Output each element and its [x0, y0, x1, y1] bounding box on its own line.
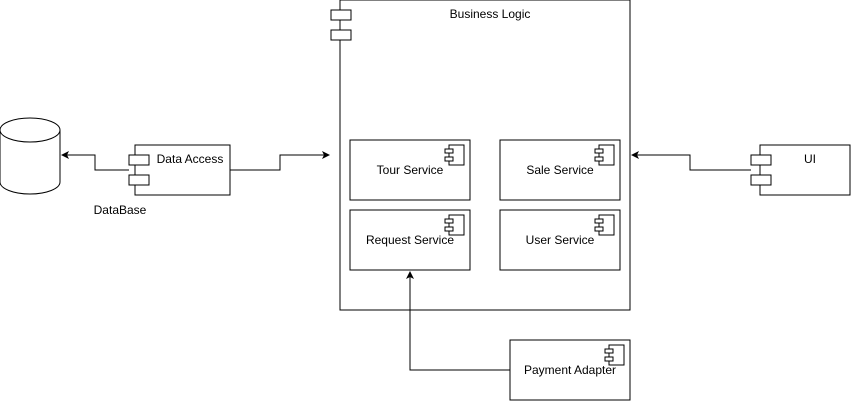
- component-port-icon: [128, 174, 150, 186]
- ui-component[interactable]: [750, 144, 851, 196]
- sale-service-label: Sale Service: [526, 163, 594, 177]
- edge-payment-adapter-to-request-service[interactable]: [406, 271, 510, 371]
- database-cylinder[interactable]: [0, 117, 61, 195]
- payment-adapter-component[interactable]: [509, 339, 631, 401]
- payment-adapter-label: Payment Adapter: [524, 363, 616, 377]
- component-port-icon: [750, 174, 772, 186]
- tour-service-label: Tour Service: [377, 163, 444, 177]
- database-label: DataBase: [94, 203, 147, 217]
- component-port-icon: [750, 154, 772, 166]
- edge-data-access-to-database[interactable]: [61, 151, 129, 171]
- component-icon: [444, 214, 465, 236]
- component-port-icon: [330, 29, 352, 41]
- business-logic-label: Business Logic: [450, 7, 531, 21]
- component-icon: [594, 214, 615, 236]
- component-icon: [444, 144, 465, 166]
- component-port-icon: [128, 154, 150, 166]
- edge-data-access-to-business-logic[interactable]: [230, 151, 330, 171]
- sale-service-component[interactable]: [499, 139, 621, 201]
- ui-label: UI: [804, 152, 816, 166]
- component-icon: [594, 144, 615, 166]
- component-port-icon: [330, 9, 352, 21]
- component-icon: [604, 344, 625, 366]
- tour-service-component[interactable]: [349, 139, 471, 201]
- data-access-component[interactable]: [128, 144, 231, 196]
- request-service-component[interactable]: [349, 209, 471, 271]
- request-service-label: Request Service: [366, 233, 454, 247]
- data-access-label: Data Access: [157, 152, 224, 166]
- user-service-component[interactable]: [499, 209, 621, 271]
- user-service-label: User Service: [526, 233, 595, 247]
- edge-ui-to-business-logic[interactable]: [631, 151, 751, 171]
